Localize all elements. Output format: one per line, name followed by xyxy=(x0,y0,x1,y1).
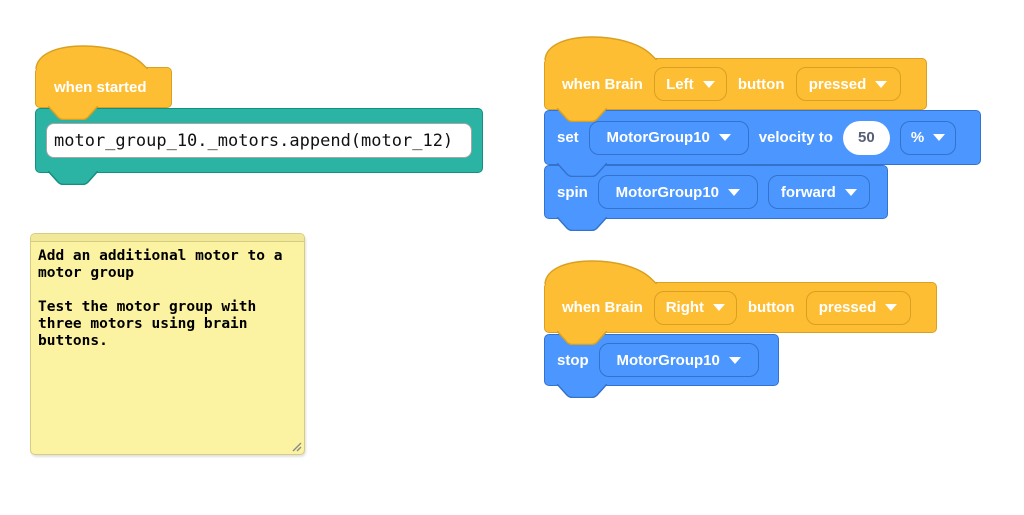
comment-text[interactable]: Add an additional motor to a motor group… xyxy=(38,248,283,349)
when-brain-label: when Brain xyxy=(562,75,643,93)
dropdown-caret-icon xyxy=(933,134,946,141)
python-statement-block[interactable]: motor_group_10._motors.append(motor_12) xyxy=(35,108,483,185)
notch-tab xyxy=(557,384,607,398)
button-state-dropdown[interactable]: pressed xyxy=(805,290,911,325)
button-state-dropdown[interactable]: pressed xyxy=(795,67,901,101)
velocity-unit-dropdown[interactable]: % xyxy=(899,120,957,155)
when-brain-left-hat-block[interactable]: when Brain Left button pressed xyxy=(544,36,927,122)
python-code-text: motor_group_10._motors.append(motor_12) xyxy=(54,130,454,151)
comment-title-bar[interactable] xyxy=(31,234,304,242)
velocity-value-input[interactable]: 50 xyxy=(842,120,890,155)
notch-tab xyxy=(48,171,98,185)
motor-group-dropdown[interactable]: MotorGroup10 xyxy=(588,120,749,155)
hat-dome xyxy=(544,36,657,60)
spin-label: spin xyxy=(557,183,588,201)
spin-direction-dropdown[interactable]: forward xyxy=(767,175,870,209)
set-velocity-block[interactable]: set MotorGroup10 velocity to 50 % xyxy=(544,110,981,177)
dropdown-caret-icon xyxy=(728,188,741,196)
resize-handle-icon[interactable] xyxy=(292,442,302,452)
when-started-hat-block[interactable]: when started xyxy=(35,45,172,120)
hat-label: when started xyxy=(54,79,147,96)
motor-group-dropdown[interactable]: MotorGroup10 xyxy=(598,343,759,377)
when-brain-right-hat-block[interactable]: when Brain Right button pressed xyxy=(544,260,937,345)
hat-dome xyxy=(35,45,148,69)
brain-button-dropdown[interactable]: Left xyxy=(653,67,727,101)
notch-tab xyxy=(557,217,607,231)
button-word-label: button xyxy=(737,75,785,93)
dropdown-caret-icon xyxy=(844,188,857,196)
set-label: set xyxy=(557,129,579,146)
stop-label: stop xyxy=(557,351,589,369)
workspace-comment[interactable]: Add an additional motor to a motor group… xyxy=(30,233,305,455)
brain-button-dropdown[interactable]: Right xyxy=(653,290,737,325)
when-brain-label: when Brain xyxy=(562,299,643,316)
dropdown-caret-icon xyxy=(718,134,731,141)
spin-block[interactable]: spin MotorGroup10 forward xyxy=(544,165,888,231)
hat-dome xyxy=(544,260,657,284)
dropdown-caret-icon xyxy=(885,304,898,311)
python-expression-field[interactable]: motor_group_10._motors.append(motor_12) xyxy=(46,123,472,158)
button-word-label: button xyxy=(747,299,795,316)
dropdown-caret-icon xyxy=(713,304,726,311)
dropdown-caret-icon xyxy=(728,356,741,364)
velocity-to-label: velocity to xyxy=(758,129,833,146)
stop-block[interactable]: stop MotorGroup10 xyxy=(544,334,779,398)
dropdown-caret-icon xyxy=(702,80,715,88)
motor-group-dropdown[interactable]: MotorGroup10 xyxy=(597,175,758,209)
dropdown-caret-icon xyxy=(875,80,888,88)
